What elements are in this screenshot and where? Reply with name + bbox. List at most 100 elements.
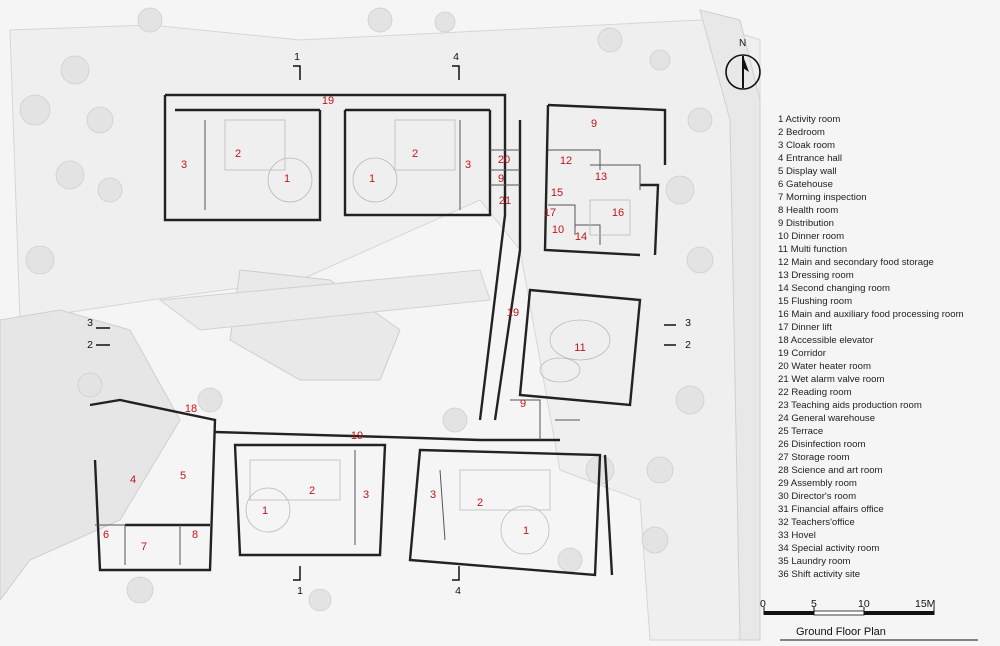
scale-bar xyxy=(763,607,935,616)
room-number-11: 11 xyxy=(574,342,585,354)
room-number-19-east: 19 xyxy=(507,307,519,319)
legend-item: 5 Display wall xyxy=(778,166,837,177)
legend-item: 2 Bedroom xyxy=(778,127,825,138)
legend-item: 34 Special activity room xyxy=(778,543,880,554)
room-legend: 1 Activity room 2 Bedroom 3 Cloak room 4… xyxy=(778,113,1000,581)
section-label-1-top: 1 xyxy=(294,51,300,63)
scale-label: 15M xyxy=(915,598,936,610)
legend-item: 18 Accessible elevator xyxy=(778,335,874,346)
room-number-1-d: 1 xyxy=(523,525,529,537)
legend-item: 14 Second changing room xyxy=(778,283,891,294)
legend-item: 25 Terrace xyxy=(778,426,824,437)
legend-item: 29 Assembly room xyxy=(778,478,857,489)
legend-item: 10 Dinner room xyxy=(778,231,845,242)
room-number-12: 12 xyxy=(560,155,572,167)
room-number-labels: 19 3 2 1 1 2 3 20 9 21 9 12 13 15 16 17 … xyxy=(103,95,624,553)
legend-item: 31 Financial affairs office xyxy=(778,504,884,515)
room-number-7: 7 xyxy=(141,541,147,553)
legend-item: 36 Shift activity site xyxy=(778,569,861,580)
room-number-5: 5 xyxy=(180,470,186,482)
site-trees xyxy=(19,7,714,612)
legend-item: 28 Science and art room xyxy=(778,465,883,476)
scale-label: 0 xyxy=(760,598,766,610)
furniture xyxy=(224,119,631,555)
room-number-6: 6 xyxy=(103,529,109,541)
legend-item: 3 Cloak room xyxy=(778,140,836,151)
section-markers xyxy=(96,65,676,581)
legend-item: 6 Gatehouse xyxy=(778,179,833,190)
legend-item: 24 General warehouse xyxy=(778,413,876,424)
legend-item: 26 Disinfection room xyxy=(778,439,866,450)
legend-item: 23 Teaching aids production room xyxy=(778,400,922,411)
legend-item: 22 Reading room xyxy=(778,387,852,398)
room-number-3-d: 3 xyxy=(430,489,436,501)
section-labels: 1 4 1 4 3 2 3 2 xyxy=(87,51,691,597)
room-number-18: 18 xyxy=(185,403,197,415)
room-number-13: 13 xyxy=(595,171,607,183)
north-label: N xyxy=(739,38,747,49)
room-number-9-c: 9 xyxy=(520,398,526,410)
room-number-17: 17 xyxy=(544,207,556,219)
legend-item: 7 Morning inspection xyxy=(778,192,867,203)
scale-bar-labels: 0 5 10 15M xyxy=(0,598,1000,612)
room-number-20: 20 xyxy=(498,154,510,166)
room-number-19-north: 19 xyxy=(322,95,334,107)
legend-item: 8 Health room xyxy=(778,205,839,216)
legend-item: 35 Laundry room xyxy=(778,556,851,567)
legend-item: 15 Flushing room xyxy=(778,296,853,307)
room-number-8: 8 xyxy=(192,529,198,541)
legend-item: 32 Teachers'office xyxy=(778,517,855,528)
section-label-2-right: 2 xyxy=(685,339,691,351)
room-number-1-b: 1 xyxy=(369,173,375,185)
section-label-2-left: 2 xyxy=(87,339,93,351)
legend-item: 20 Water heater room xyxy=(778,361,871,372)
room-number-21: 21 xyxy=(499,195,511,207)
room-number-3-b: 3 xyxy=(465,159,471,171)
legend-item: 9 Distribution xyxy=(778,218,834,229)
scale-label: 5 xyxy=(811,598,817,610)
section-label-4-top: 4 xyxy=(453,51,459,63)
room-number-3-c: 3 xyxy=(363,489,369,501)
legend-item: 11 Multi function xyxy=(778,244,848,255)
room-number-4: 4 xyxy=(130,474,136,486)
room-number-15: 15 xyxy=(551,187,563,199)
room-number-2-d: 2 xyxy=(477,497,483,509)
room-number-2-c: 2 xyxy=(309,485,315,497)
legend-item: 19 Corridor xyxy=(778,348,826,359)
legend-item: 33 Hovel xyxy=(778,530,816,541)
room-number-1-c: 1 xyxy=(262,505,268,517)
room-number-10: 10 xyxy=(552,224,564,236)
room-number-19-south: 19 xyxy=(351,430,363,442)
legend-item: 1 Activity room xyxy=(778,114,841,125)
interior-partitions xyxy=(95,120,641,565)
room-number-1-a: 1 xyxy=(284,173,290,185)
room-number-2-a: 2 xyxy=(235,148,241,160)
site-landscape-west xyxy=(0,309,181,601)
room-number-9-a: 9 xyxy=(498,173,504,185)
legend-item: 4 Entrance hall xyxy=(778,153,842,164)
plan-title: Ground Floor Plan xyxy=(796,626,886,638)
scale-label: 10 xyxy=(858,598,870,610)
legend-item: 12 Main and secondary food storage xyxy=(778,257,934,268)
section-label-3-left: 3 xyxy=(87,317,93,329)
section-label-1-bottom: 1 xyxy=(297,585,303,597)
section-label-4-bottom: 4 xyxy=(455,585,461,597)
room-number-14: 14 xyxy=(575,231,587,243)
room-number-2-b: 2 xyxy=(412,148,418,160)
building-walls xyxy=(89,93,667,577)
room-number-3-a: 3 xyxy=(181,159,187,171)
legend-item: 21 Wet alarm valve room xyxy=(778,374,885,385)
legend-item: 27 Storage room xyxy=(778,452,850,463)
legend-item: 30 Director's room xyxy=(778,491,857,502)
room-number-16: 16 xyxy=(612,207,624,219)
section-label-3-right: 3 xyxy=(685,317,691,329)
room-number-9-b: 9 xyxy=(591,118,597,130)
legend-item: 16 Main and auxiliary food processing ro… xyxy=(778,309,964,320)
north-arrow-icon xyxy=(725,54,761,90)
courtyard-path xyxy=(158,269,491,331)
site-ground xyxy=(9,19,761,641)
legend-item: 13 Dressing room xyxy=(778,270,854,281)
legend-item: 17 Dinner lift xyxy=(778,322,832,333)
site-road xyxy=(699,9,761,641)
